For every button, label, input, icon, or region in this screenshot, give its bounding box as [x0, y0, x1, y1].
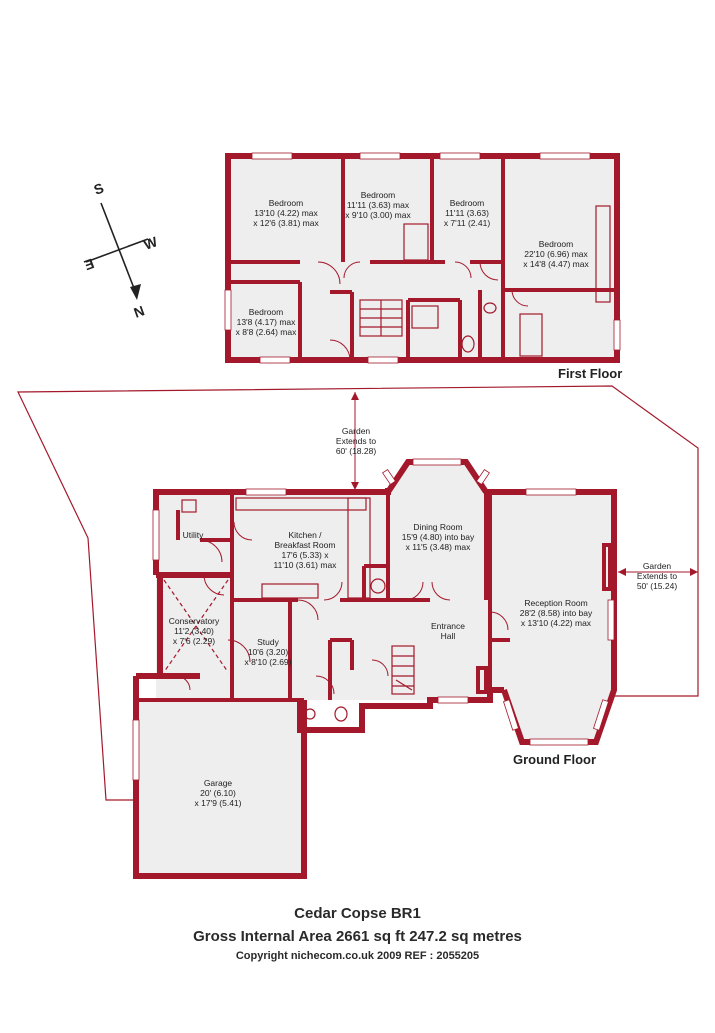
study-name: Study — [257, 637, 279, 647]
ff-room-2-dim2: x 7'11 (2.41) — [444, 218, 491, 228]
reception-dim1: 28'2 (8.58) into bay — [520, 608, 593, 618]
reception-name: Reception Room — [524, 598, 587, 608]
garden-north-l2: Extends to — [336, 436, 376, 446]
ff-room-3-dim2: x 14'8 (4.47) max — [523, 259, 589, 269]
first-floor-label: First Floor — [558, 366, 622, 381]
conservatory-dim1: 11'2 (3.40) — [174, 626, 214, 636]
ff-room-4-dim1: 13'8 (4.17) max — [237, 317, 297, 327]
ff-room-1-dim2: x 9'10 (3.00) max — [345, 210, 411, 220]
conservatory-dim2: x 7'6 (2.29) — [173, 636, 215, 646]
first-floor — [224, 152, 621, 364]
garden-north-l3: 60' (18.28) — [336, 446, 377, 456]
garden-east-l3: 50' (15.24) — [637, 581, 678, 591]
kitchen-name2: Breakfast Room — [275, 540, 336, 550]
compass-s: S — [92, 180, 106, 198]
ff-room-3-name: Bedroom — [539, 239, 574, 249]
ground-floor-labels: Utility Kitchen / Breakfast Room 17'6 (5… — [169, 522, 596, 808]
ff-room-3-dim1: 22'10 (6.96) max — [524, 249, 588, 259]
copyright-ref: Copyright nichecom.co.uk 2009 REF : 2055… — [235, 950, 480, 962]
garage-name: Garage — [204, 778, 233, 788]
compass-w: W — [142, 233, 161, 253]
ff-room-0-name: Bedroom — [269, 198, 304, 208]
ground-floor-label: Ground Floor — [513, 752, 596, 767]
conservatory-name: Conservatory — [169, 616, 220, 626]
garden-east-label: Garden Extends to 50' (15.24) — [637, 561, 678, 591]
ff-room-0-dim2: x 12'6 (3.81) max — [253, 218, 319, 228]
stairs-ground — [391, 645, 415, 695]
kitchen-name1: Kitchen / — [288, 530, 322, 540]
dining-dim1: 15'9 (4.80) into bay — [402, 532, 475, 542]
study-dim1: 10'6 (3.20) — [248, 647, 289, 657]
kitchen-dim1: 17'6 (5.33) x — [282, 550, 330, 560]
gross-internal-area: Gross Internal Area 2661 sq ft 247.2 sq … — [193, 928, 522, 945]
garden-north-label: Garden Extends to 60' (18.28) — [336, 426, 377, 456]
hall-name1: Entrance — [431, 621, 465, 631]
property-name: Cedar Copse BR1 — [294, 905, 421, 922]
hall-name2: Hall — [441, 631, 456, 641]
kitchen-dim2: 11'10 (3.61) max — [274, 560, 338, 570]
ff-room-1-name: Bedroom — [361, 190, 396, 200]
dining-dim2: x 11'5 (3.48) max — [406, 542, 472, 552]
dining-name: Dining Room — [413, 522, 462, 532]
ff-room-4-name: Bedroom — [249, 307, 284, 317]
ff-room-2-dim1: 11'11 (3.63) — [445, 208, 489, 218]
stairs-first — [359, 299, 403, 337]
utility-name: Utility — [183, 530, 205, 540]
ff-room-0-dim1: 13'10 (4.22) max — [254, 208, 318, 218]
reception-dim2: x 13'10 (4.22) max — [521, 618, 592, 628]
garden-east-l1: Garden — [643, 561, 672, 571]
ff-room-2-name: Bedroom — [450, 198, 485, 208]
garden-north-l1: Garden — [342, 426, 371, 436]
compass: S W E N — [82, 180, 160, 321]
ff-room-4-dim2: x 8'8 (2.64) max — [236, 327, 297, 337]
compass-n: N — [132, 302, 147, 320]
study-dim2: x 8'10 (2.69) — [245, 657, 292, 667]
garage-dim2: x 17'9 (5.41) — [195, 798, 242, 808]
garden-boundary — [17, 385, 699, 801]
ff-room-1-dim1: 11'11 (3.63) max — [347, 200, 410, 210]
garden-east-l2: Extends to — [637, 571, 677, 581]
ground-floor — [132, 458, 617, 879]
garage-dim1: 20' (6.10) — [200, 788, 236, 798]
first-floor-labels: Bedroom 13'10 (4.22) max x 12'6 (3.81) m… — [236, 190, 623, 381]
